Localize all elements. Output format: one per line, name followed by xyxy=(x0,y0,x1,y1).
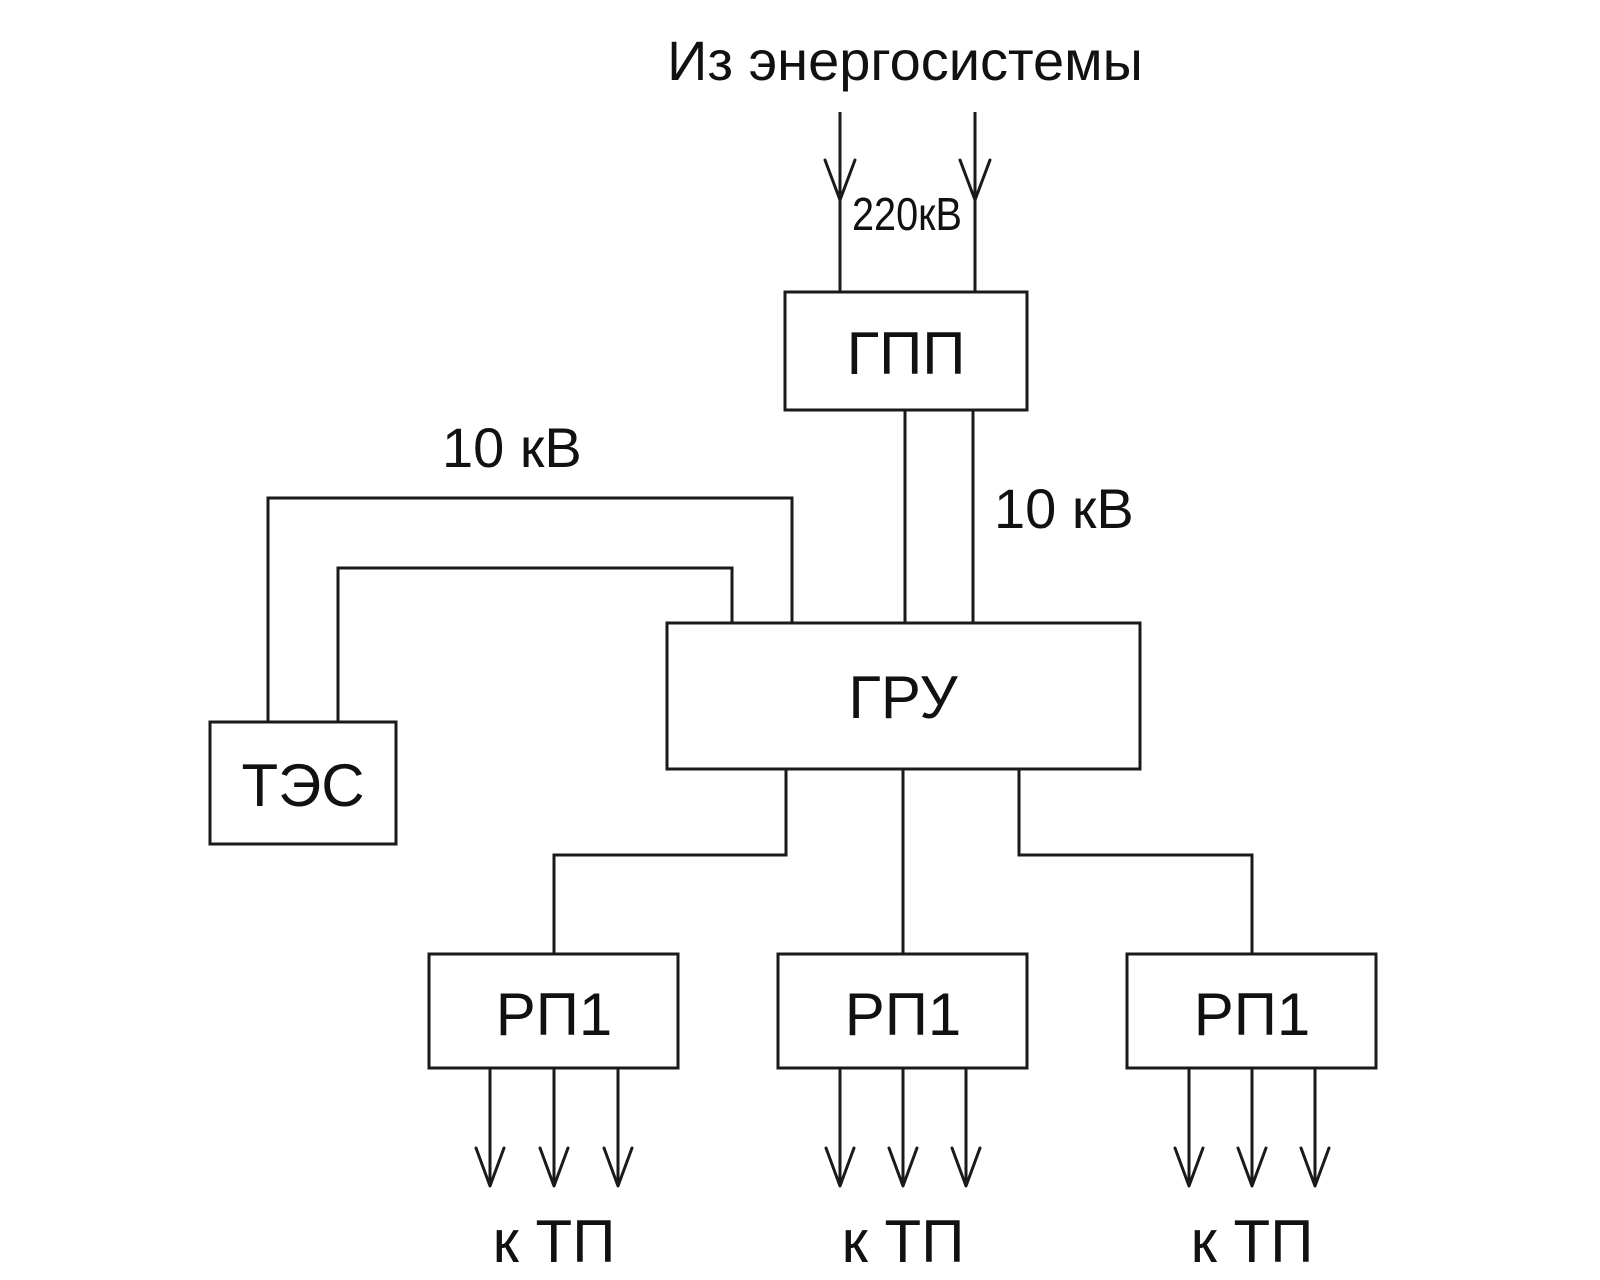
tes-gru-line-inner xyxy=(336,566,734,722)
output-label: к ТП xyxy=(493,1208,616,1275)
output-label: к ТП xyxy=(842,1208,965,1275)
arrow-down-icon xyxy=(950,1146,982,1188)
tes-label: ТЭС xyxy=(241,752,364,819)
gpp-box xyxy=(783,290,1029,412)
gpp-label: ГПП xyxy=(847,320,966,387)
rp-block-3: РП1 xyxy=(1125,952,1378,1070)
gru-label: ГРУ xyxy=(848,664,958,731)
tes-block: ТЭС xyxy=(208,720,398,846)
gru-rp-line-left xyxy=(552,769,788,954)
arrow-down-icon xyxy=(1236,1146,1268,1188)
outgoing-lines-1 xyxy=(474,1068,634,1188)
rp-label: РП1 xyxy=(845,981,962,1048)
rp-block-2: РП1 xyxy=(776,952,1029,1070)
arrow-down-icon xyxy=(1299,1146,1331,1188)
rp-box xyxy=(1125,952,1378,1070)
source-voltage-label: 220кВ xyxy=(852,188,962,240)
arrow-down-icon xyxy=(1173,1146,1205,1188)
arrow-down-icon xyxy=(602,1146,634,1188)
gru-box xyxy=(665,621,1142,771)
rp-label: РП1 xyxy=(1194,981,1311,1048)
outgoing-lines-3 xyxy=(1173,1068,1331,1188)
output-label: к ТП xyxy=(1191,1208,1314,1275)
rp-label: РП1 xyxy=(496,981,613,1048)
gru-block: ГРУ xyxy=(665,621,1142,771)
source-title: Из энергосистемы xyxy=(667,29,1143,92)
arrow-down-icon xyxy=(823,158,857,202)
tes-box xyxy=(208,720,398,846)
gpp-gru-voltage-label: 10 кВ xyxy=(994,477,1134,540)
arrow-down-icon xyxy=(958,158,992,202)
arrow-down-icon xyxy=(538,1146,570,1188)
gru-rp-line-right xyxy=(1017,769,1254,954)
tes-gru-line-outer xyxy=(266,496,794,722)
arrow-down-icon xyxy=(824,1146,856,1188)
rp-block-1: РП1 xyxy=(427,952,680,1070)
arrow-down-icon xyxy=(887,1146,919,1188)
gpp-block: ГПП xyxy=(783,290,1029,412)
arrow-down-icon xyxy=(474,1146,506,1188)
tes-gru-voltage-label: 10 кВ xyxy=(442,416,582,479)
outgoing-lines-2 xyxy=(824,1068,982,1188)
incoming-lines xyxy=(823,112,992,292)
